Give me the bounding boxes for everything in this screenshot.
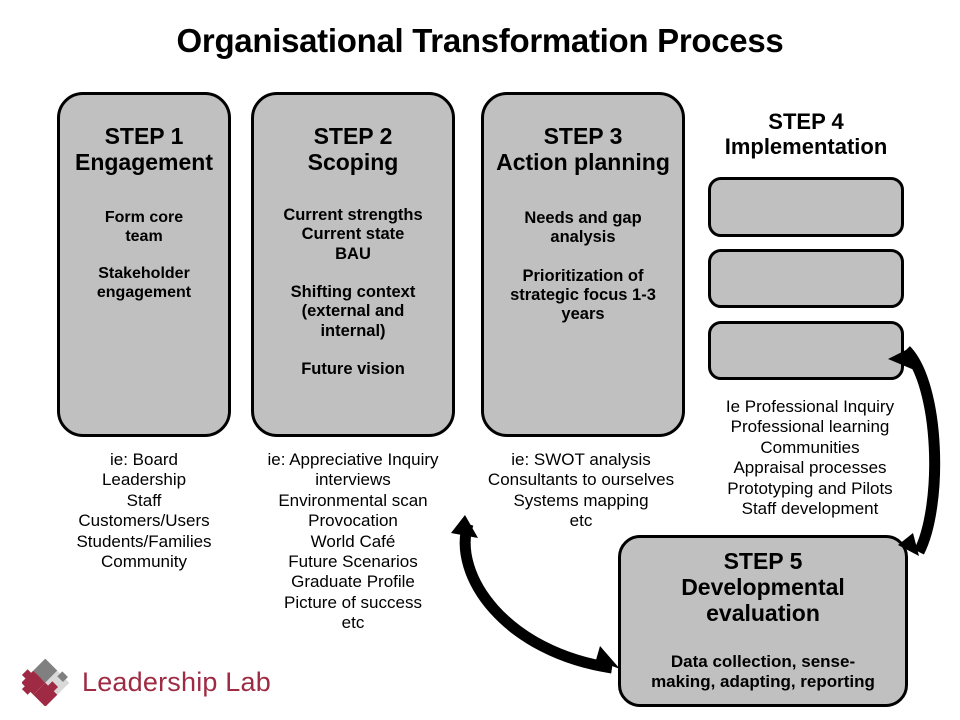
step-3-name: Action planning — [496, 148, 670, 175]
step-5-box[interactable] — [618, 535, 908, 707]
interlocking-puzzle-logo-icon — [22, 658, 70, 706]
step-3-examples: ie: SWOT analysis Consultants to ourselv… — [487, 450, 675, 531]
step-1-name: Engagement — [74, 148, 214, 175]
step-2-body: Current strengths Current state BAU Shif… — [283, 206, 423, 379]
step-3-box[interactable] — [481, 92, 685, 437]
step-4-subbox-3[interactable] — [708, 321, 904, 380]
step-4-examples: Ie Professional Inquiry Professional lea… — [725, 397, 895, 518]
step-2-number: STEP 2 — [313, 123, 393, 149]
step-1-examples: ie: Board Leadership Staff Customers/Use… — [76, 450, 212, 571]
step-4-subbox-2[interactable] — [708, 249, 904, 308]
step-3-number: STEP 3 — [543, 123, 623, 149]
leadership-lab-logo: Leadership Lab — [22, 658, 271, 706]
step-1-box[interactable] — [57, 92, 231, 437]
step5-to-step3-arrow — [451, 515, 620, 674]
logo-text: Leadership Lab — [82, 666, 271, 697]
step-5-name: Developmental evaluation — [681, 573, 845, 626]
step-4-subbox-1[interactable] — [708, 177, 904, 237]
step-3-body: Needs and gap analysis Prioritization of… — [510, 209, 656, 324]
step-5-body: Data collection, sense- making, adapting… — [651, 652, 875, 691]
step-1-body: Form core team Stakeholder engagement — [96, 209, 192, 301]
page-title: Organisational Transformation Process — [176, 22, 784, 59]
step-2-examples: ie: Appreciative Inquiry interviews Envi… — [267, 450, 439, 633]
step-4-number: STEP 4 — [768, 109, 844, 134]
step-1-number: STEP 1 — [104, 123, 184, 149]
step-5-number: STEP 5 — [723, 548, 803, 574]
step-2-box[interactable] — [251, 92, 455, 437]
step-2-name: Scoping — [307, 148, 399, 175]
step-4-name: Implementation — [724, 133, 888, 159]
